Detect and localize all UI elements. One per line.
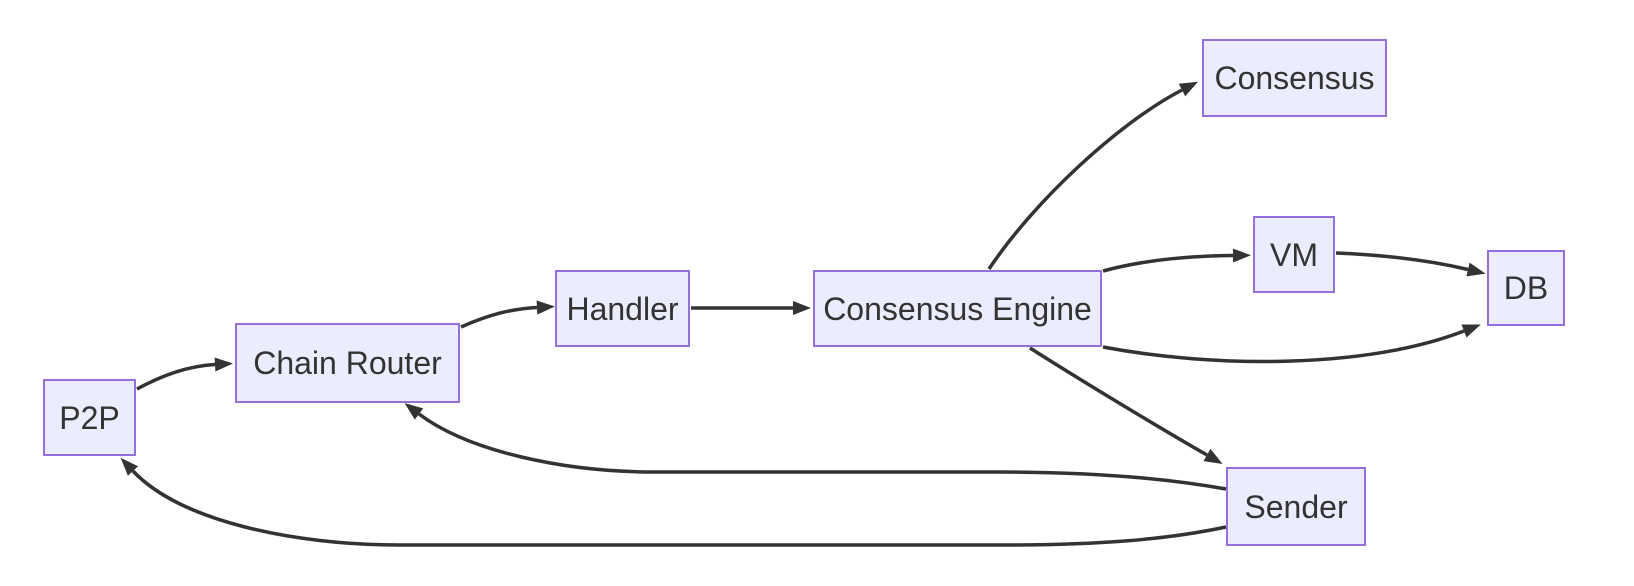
- edge-consensus-engine-to-vm: [1102, 248, 1251, 273]
- edge-sender-to-chain-router: [404, 403, 1227, 491]
- edge-consensus-engine-to-sender: [1029, 346, 1223, 464]
- node-p2p-label: P2P: [59, 399, 120, 436]
- node-handler: Handler: [555, 270, 690, 347]
- edge-consensus-engine-to-db: [1102, 324, 1481, 364]
- edge-vm-to-db: [1335, 251, 1486, 277]
- node-consensus-label: Consensus: [1214, 60, 1375, 96]
- node-consensus-engine-label: Consensus Engine: [823, 290, 1092, 327]
- node-consensus: Consensus: [1202, 39, 1387, 117]
- node-handler-label: Handler: [566, 290, 679, 327]
- node-db: DB: [1487, 250, 1565, 326]
- edge-sender-to-p2p: [120, 457, 1227, 547]
- node-db-label: DB: [1503, 270, 1549, 306]
- node-sender-label: Sender: [1244, 488, 1348, 525]
- node-vm-label: VM: [1270, 236, 1318, 273]
- node-consensus-engine: Consensus Engine: [813, 270, 1102, 347]
- edge-p2p-to-chain-router: [136, 357, 233, 391]
- node-sender: Sender: [1226, 467, 1366, 546]
- node-chain-router: Chain Router: [235, 323, 460, 403]
- edge-chain-router-to-handler: [460, 300, 555, 329]
- node-p2p: P2P: [43, 379, 136, 456]
- node-vm: VM: [1253, 216, 1335, 293]
- node-chain-router-label: Chain Router: [253, 345, 442, 381]
- edge-consensus-engine-to-consensus: [987, 81, 1198, 270]
